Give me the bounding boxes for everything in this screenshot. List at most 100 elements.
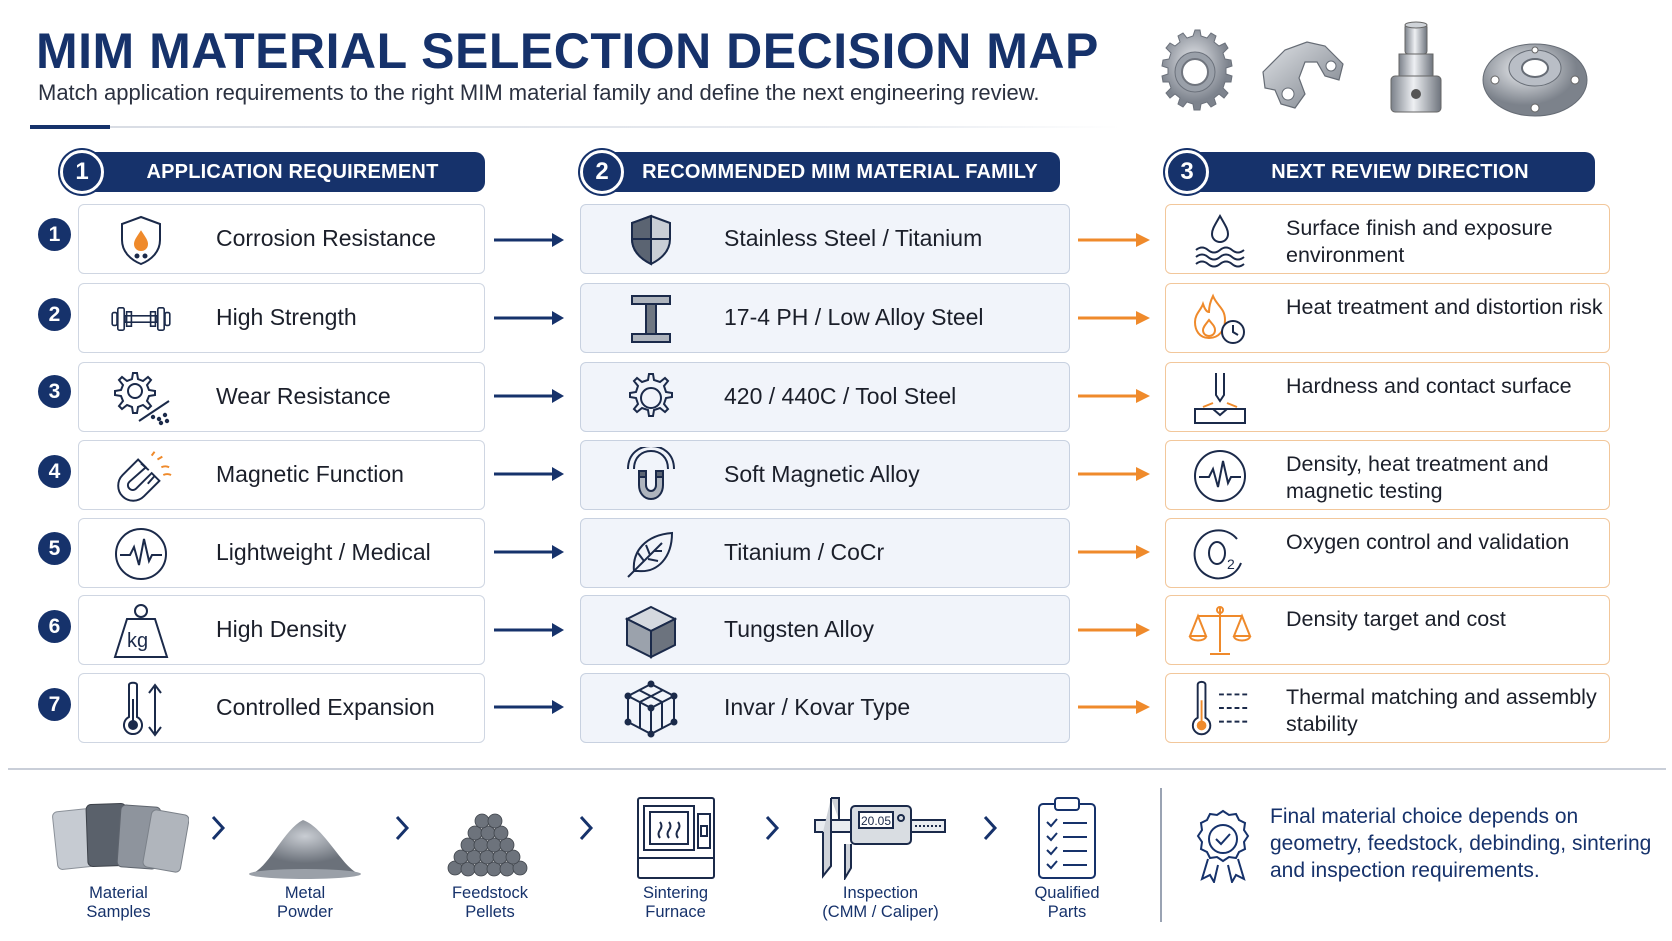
chevron-right-icon bbox=[983, 815, 998, 841]
family-label: 17-4 PH / Low Alloy Steel bbox=[724, 304, 984, 330]
oxygen-icon: 2 bbox=[1188, 524, 1252, 584]
review-label: Thermal matching and assembly stability bbox=[1286, 685, 1597, 736]
family-label: Tungsten Alloy bbox=[724, 616, 875, 642]
family-box: 17-4 PH / Low Alloy Steel bbox=[580, 283, 1070, 353]
requirement-label: Lightweight / Medical bbox=[216, 539, 431, 565]
requirement-box: High Strength bbox=[78, 283, 485, 353]
arrow-navy-icon bbox=[494, 623, 564, 637]
arrow-orange-icon bbox=[1078, 467, 1150, 481]
requirement-label: Corrosion Resistance bbox=[216, 225, 436, 251]
water-drop-waves-icon bbox=[1188, 210, 1252, 270]
review-box: Hardness and contact surface bbox=[1165, 362, 1610, 432]
review-box: Thermal matching and assembly stability bbox=[1165, 673, 1610, 743]
step-label-line-1: Metal bbox=[284, 884, 326, 902]
arrow-orange-icon bbox=[1078, 311, 1150, 325]
feedstock-pellets-image bbox=[447, 813, 528, 877]
shield-drop-icon bbox=[109, 210, 173, 270]
column-header-requirement: 1 APPLICATION REQUIREMENT bbox=[60, 150, 485, 194]
magnet-field-icon bbox=[619, 446, 683, 506]
step-label-line-1: Inspection bbox=[842, 884, 919, 902]
step-label-line-2: Parts bbox=[1047, 903, 1087, 921]
column-label: NEXT REVIEW DIRECTION bbox=[1271, 161, 1529, 183]
requirement-box: Controlled Expansion bbox=[78, 673, 485, 743]
step-label-line-2: (CMM / Caliper) bbox=[822, 903, 939, 921]
family-box: Invar / Kovar Type bbox=[580, 673, 1070, 743]
column-header-family: 2 RECOMMENDED MIM MATERIAL FAMILY bbox=[580, 150, 1060, 194]
flange-part-image bbox=[1482, 43, 1588, 117]
arrow-navy-icon bbox=[494, 233, 564, 247]
arrow-orange-icon bbox=[1078, 623, 1150, 637]
row-number: 2 bbox=[38, 298, 71, 331]
chevron-right-icon bbox=[579, 815, 594, 841]
column-label: APPLICATION REQUIREMENT bbox=[146, 161, 439, 183]
process-step-feedstock-pellets: Feedstock Pellets bbox=[430, 790, 550, 922]
process-step-sintering-furnace: Sintering Furnace bbox=[618, 790, 733, 922]
gear-wear-icon bbox=[109, 368, 173, 428]
material-samples-image bbox=[51, 802, 189, 873]
step-label-line-1: Feedstock bbox=[451, 884, 529, 902]
row-number: 3 bbox=[38, 375, 71, 408]
process-step-metal-powder: Metal Powder bbox=[240, 790, 370, 922]
arrow-orange-icon bbox=[1078, 389, 1150, 403]
note-divider bbox=[1160, 788, 1162, 922]
arrow-navy-icon bbox=[494, 389, 564, 403]
requirement-box: Wear Resistance bbox=[78, 362, 485, 432]
column-header-review: 3 NEXT REVIEW DIRECTION bbox=[1165, 150, 1595, 194]
review-box: Density target and cost bbox=[1165, 595, 1610, 665]
caliper-readout: 20.05 bbox=[861, 814, 891, 828]
indenter-icon bbox=[1188, 368, 1252, 428]
row-number: 4 bbox=[38, 455, 71, 488]
family-box: Titanium / CoCr bbox=[580, 518, 1070, 588]
review-label: Heat treatment and distortion risk bbox=[1286, 295, 1603, 319]
metal-powder-image bbox=[249, 820, 361, 879]
process-step-inspection: 20.05 Inspection (CMM / Caliper) bbox=[808, 790, 953, 922]
requirement-label: High Density bbox=[216, 616, 347, 642]
bottom-divider bbox=[8, 768, 1666, 770]
requirement-box: kg High Density bbox=[78, 595, 485, 665]
requirement-box: Corrosion Resistance bbox=[78, 204, 485, 274]
arrow-orange-icon bbox=[1078, 233, 1150, 247]
final-note: Final material choice depends on geometr… bbox=[1270, 805, 1652, 882]
step-label-line-1: Qualified bbox=[1034, 884, 1100, 902]
review-box: Density, heat treatment and magnetic tes… bbox=[1165, 440, 1610, 510]
page-subtitle: Match application requirements to the ri… bbox=[38, 80, 1040, 105]
magnet-icon bbox=[109, 446, 173, 506]
row-number: 7 bbox=[38, 688, 71, 721]
family-box: Tungsten Alloy bbox=[580, 595, 1070, 665]
review-box: Heat treatment and distortion risk bbox=[1165, 283, 1610, 353]
arrow-navy-icon bbox=[494, 545, 564, 559]
thermometer-lines-icon bbox=[1188, 679, 1252, 739]
svg-text:kg: kg bbox=[127, 630, 148, 652]
step-label-line-1: Material bbox=[89, 884, 148, 902]
review-label: Oxygen control and validation bbox=[1286, 530, 1570, 554]
title-divider bbox=[30, 126, 1120, 128]
chevron-right-icon bbox=[395, 815, 410, 841]
gear-part-image bbox=[1161, 29, 1233, 111]
requirement-label: High Strength bbox=[216, 304, 357, 330]
row-number: 6 bbox=[38, 610, 71, 643]
family-label: Soft Magnetic Alloy bbox=[724, 461, 920, 487]
review-box: 2 Oxygen control and validation bbox=[1165, 518, 1610, 588]
family-label: Stainless Steel / Titanium bbox=[724, 225, 983, 251]
arrow-navy-icon bbox=[494, 311, 564, 325]
review-box: Surface finish and exposure environment bbox=[1165, 204, 1610, 274]
leaf-icon bbox=[619, 524, 683, 584]
column-label: RECOMMENDED MIM MATERIAL FAMILY bbox=[642, 161, 1038, 183]
step-label-line-2: Pellets bbox=[465, 903, 515, 921]
step-label-line-2: Powder bbox=[277, 903, 333, 921]
arrow-orange-icon bbox=[1078, 545, 1150, 559]
process-step-qualified-parts: Qualified Parts bbox=[1022, 790, 1112, 922]
requirement-box: Lightweight / Medical bbox=[78, 518, 485, 588]
mim-part-images bbox=[1155, 20, 1635, 120]
lattice-cube-icon bbox=[619, 679, 683, 739]
review-label: Hardness and contact surface bbox=[1286, 374, 1572, 398]
bracket-part-image bbox=[1262, 41, 1344, 109]
family-box: Stainless Steel / Titanium bbox=[580, 204, 1070, 274]
weight-kg-icon: kg bbox=[109, 601, 173, 661]
requirement-label: Magnetic Function bbox=[216, 461, 404, 487]
checklist-clipboard-icon bbox=[1038, 797, 1096, 879]
chevron-right-icon bbox=[211, 815, 226, 841]
step-label-line-1: Sintering bbox=[642, 884, 709, 902]
review-label: Density, heat treatment and magnetic tes… bbox=[1286, 452, 1549, 503]
step-label-line-2: Furnace bbox=[645, 903, 706, 921]
